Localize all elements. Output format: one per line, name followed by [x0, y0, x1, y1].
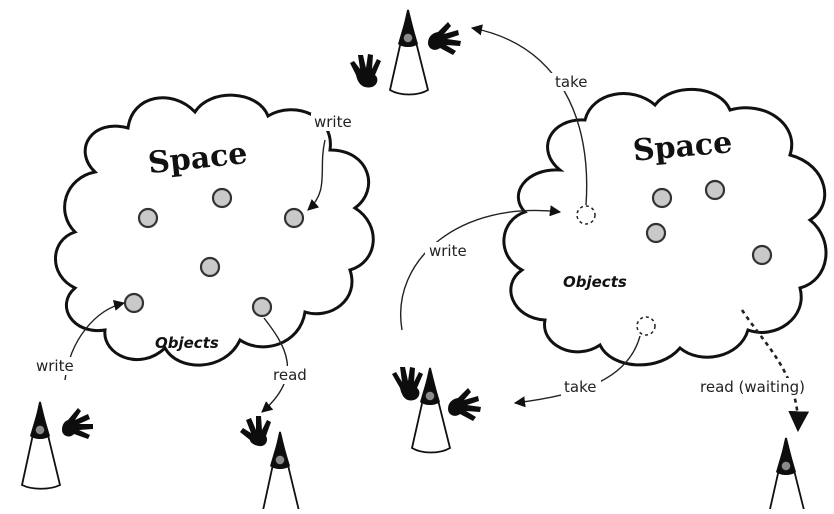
space-cloud-left: Space Objects: [54, 93, 375, 367]
duke-reader-left: [240, 416, 301, 514]
label-bg: [311, 113, 357, 131]
tuple-right-taken-2: [636, 316, 656, 336]
duke-body: [20, 401, 62, 490]
label-read-left: read: [273, 366, 307, 384]
tuple-left-4: [199, 256, 221, 278]
cloud-shape-left: [54, 93, 375, 367]
duke-body: [261, 431, 301, 514]
arrow-take-top: [470, 24, 588, 206]
duke-body: [388, 9, 430, 96]
duke-reader-waiting: [767, 437, 806, 514]
duke-taker-top: [392, 367, 481, 454]
arrow-write-top: [307, 139, 326, 211]
tuple-right-3: [645, 222, 667, 244]
arrow-write-middle: [400, 205, 562, 331]
duke-hand-right: [448, 388, 481, 421]
duke-body: [767, 437, 806, 514]
tuple-right-1: [651, 187, 673, 209]
space-title-right: Space: [631, 125, 733, 169]
label-take-bottom: take: [564, 378, 596, 396]
label-write-middle: write: [429, 242, 467, 260]
duke-hand-right: [428, 22, 461, 55]
label-bg: [551, 73, 591, 91]
duke-writer-left: [20, 401, 93, 490]
arrow-read-waiting: [740, 309, 810, 433]
tuple-left-1: [137, 207, 159, 229]
duke-hand-left: [240, 416, 271, 447]
duke-body: [410, 367, 452, 454]
duke-nose: [780, 460, 792, 472]
duke-hand-left: [350, 54, 381, 88]
label-bg: [698, 378, 830, 396]
duke-writer-top: [350, 9, 461, 96]
tuple-left-5: [123, 292, 145, 314]
label-write-left: write: [36, 357, 74, 375]
label-take-top: take: [555, 73, 587, 91]
duke-hand-right: [62, 408, 93, 439]
label-bg: [33, 357, 79, 375]
duke-hand-left: [392, 367, 423, 401]
tuple-right-4: [751, 244, 773, 266]
objects-label-left: Objects: [155, 334, 219, 352]
space-cloud-right: Space Objects: [502, 87, 828, 367]
tuple-left-6: [251, 296, 273, 318]
objects-label-right: Objects: [563, 273, 627, 291]
label-read-waiting: read (waiting): [700, 378, 805, 396]
label-write-top: write: [314, 113, 352, 131]
tuple-left-2: [211, 187, 233, 209]
tuple-right-2: [704, 179, 726, 201]
duke-nose: [402, 32, 414, 44]
label-bg: [425, 242, 475, 260]
tuple-left-3: [283, 207, 305, 229]
label-bg: [270, 366, 314, 384]
arrow-read-left: [261, 317, 289, 413]
duke-nose: [424, 390, 436, 402]
cloud-shape-right: [502, 87, 828, 367]
duke-nose: [34, 424, 46, 436]
duke-nose: [274, 454, 286, 466]
label-bg: [561, 378, 601, 396]
tuple-right-taken-1: [576, 205, 596, 225]
